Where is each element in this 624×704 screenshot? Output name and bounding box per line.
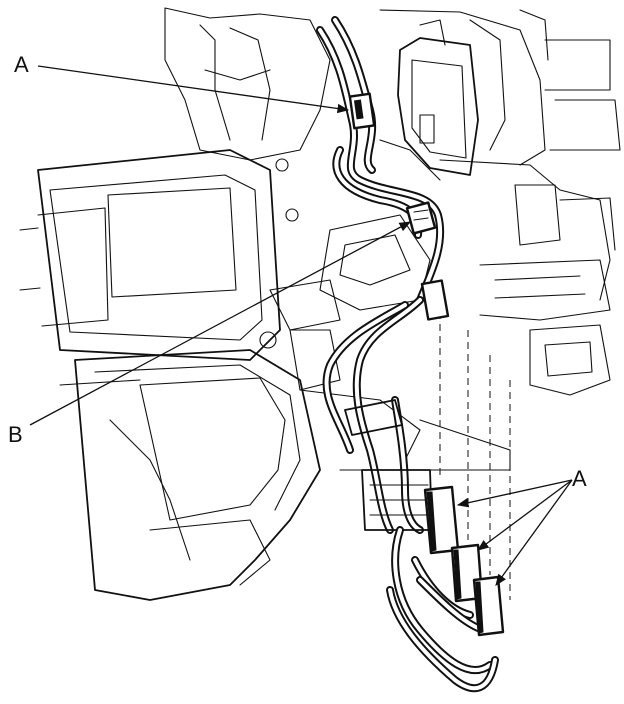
callout-label-a-lower: A bbox=[572, 466, 587, 491]
connector-b bbox=[405, 201, 450, 321]
leader-line-a-upper bbox=[37, 65, 350, 114]
leader-line-a-lower-3 bbox=[495, 479, 573, 586]
upper-connector-bracket bbox=[379, 19, 479, 181]
callout-leaders bbox=[29, 65, 573, 586]
heater-unit-housing bbox=[19, 7, 621, 601]
connector-a-upper bbox=[348, 92, 376, 130]
callout-label-b: B bbox=[8, 422, 23, 447]
leader-line-b bbox=[29, 221, 412, 426]
leader-line-a-lower-2 bbox=[477, 479, 573, 551]
callout-label-a-upper: A bbox=[14, 52, 29, 77]
lower-connectors-a bbox=[423, 485, 505, 637]
leader-line-a-lower-1 bbox=[456, 479, 573, 508]
